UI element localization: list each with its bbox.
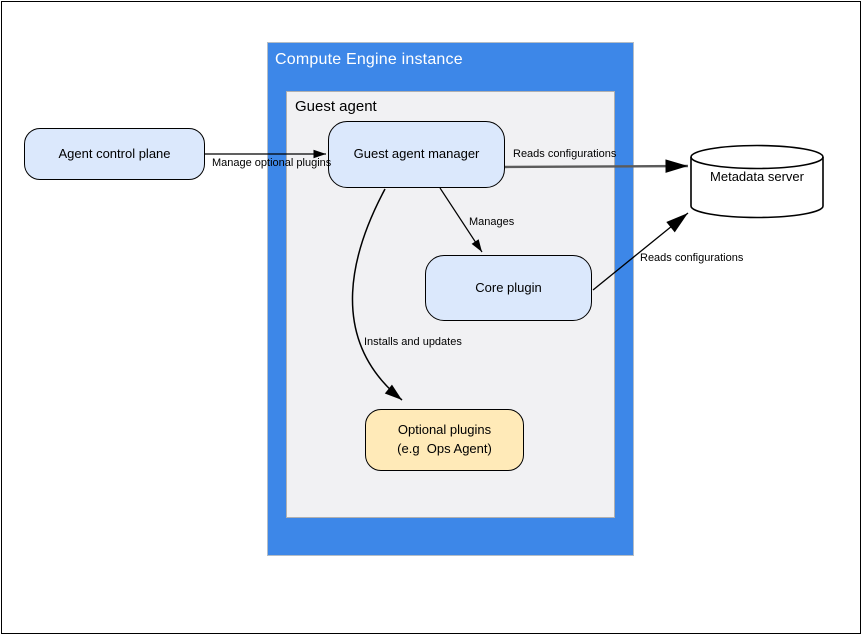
node-core-plugin: Core plugin bbox=[425, 255, 592, 321]
metadata-server-label: Metadata server bbox=[710, 169, 804, 184]
core-plugin-label: Core plugin bbox=[475, 279, 542, 295]
node-agent-control-plane: Agent control plane bbox=[24, 128, 205, 180]
node-guest-agent-manager: Guest agent manager bbox=[328, 121, 505, 188]
optional-plugins-label: Optional plugins bbox=[397, 422, 492, 438]
guest-agent-title: Guest agent bbox=[295, 98, 377, 115]
edge-label-installs-and-updates: Installs and updates bbox=[364, 336, 462, 348]
optional-plugins-sublabel: (e.g Ops Agent) bbox=[397, 441, 492, 456]
guest-agent-manager-label: Guest agent manager bbox=[353, 146, 480, 162]
node-optional-plugins: Optional plugins (e.g Ops Agent) bbox=[365, 409, 524, 471]
database-cylinder-icon bbox=[690, 144, 824, 219]
edge-label-manage-optional-plugins: Manage optional plugins bbox=[212, 157, 332, 169]
agent-control-plane-label: Agent control plane bbox=[58, 145, 171, 161]
edge-label-core-reads-configurations: Reads configurations bbox=[640, 252, 744, 264]
edge-label-manages: Manages bbox=[469, 216, 515, 228]
compute-engine-title: Compute Engine instance bbox=[275, 51, 463, 68]
edge-label-manager-reads-configurations: Reads configurations bbox=[513, 148, 617, 160]
